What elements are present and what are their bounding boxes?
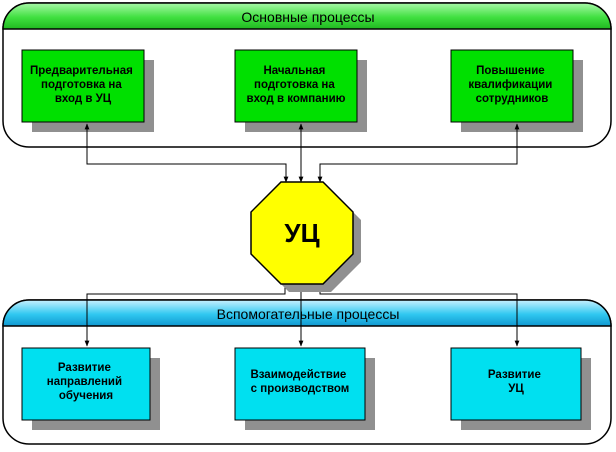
box [450,49,574,123]
main-box-2: Начальная подготовка на вход в компанию [234,49,367,132]
support-box-2-line-2: с производством [251,383,350,395]
box [21,49,145,123]
main-box-1-line-3: вход в УЦ [55,93,112,105]
center-label: УЦ [284,218,319,248]
support-box-2-line-1: Взаимодействие [250,369,346,381]
support-box-2: Взаимодействие с производством [234,347,375,430]
main-box-3-line-2: квалификации [468,79,552,91]
support-box-3-line-2: УЦ [508,383,524,395]
box [21,347,151,421]
support-box-2-label: Взаимодействие с производством [250,369,349,395]
main-box-3: Повышение квалификации сотрудников [450,49,583,132]
main-group-header [2,2,612,30]
center-node: УЦ [250,181,361,292]
support-box-3-line-1: Развитие [488,369,541,381]
support-box-1: Развитие направлений обучения [21,347,160,430]
box [234,49,358,123]
main-box-3-line-1: Повышение [476,65,545,77]
support-box-3: Развитие УЦ [450,347,591,430]
support-box-1-line-2: направлений [47,376,122,388]
octagon [250,181,354,285]
support-box-1-line-1: Развитие [58,362,111,374]
main-box-2-line-3: вход в компанию [247,93,346,105]
support-box-1-line-3: обучения [59,390,113,402]
main-box-1: Предварительная подготовка на вход в УЦ [21,49,154,132]
main-box-2-line-2: подготовка на [254,79,335,91]
main-box-3-label: Повышение квалификации сотрудников [468,65,555,105]
support-box-3-label: Развитие УЦ [488,369,544,395]
box [234,347,366,421]
main-box-3-line-3: сотрудников [476,93,549,105]
support-box-1-label: Развитие направлений обучения [47,362,125,402]
main-box-1-label: Предварительная подготовка на вход в УЦ [30,65,136,105]
support-group-title: Вспомогательные процессы [217,306,400,322]
main-box-1-line-1: Предварительная [30,65,133,77]
main-box-2-label: Начальная подготовка на вход в компанию [247,65,346,105]
main-group-title: Основные процессы [241,9,374,25]
main-box-2-line-1: Начальная [263,65,325,77]
box [450,347,582,421]
connector-main-box-3 [317,123,520,183]
connector-main-box-1 [84,123,289,183]
main-box-1-line-2: подготовка на [41,79,122,91]
